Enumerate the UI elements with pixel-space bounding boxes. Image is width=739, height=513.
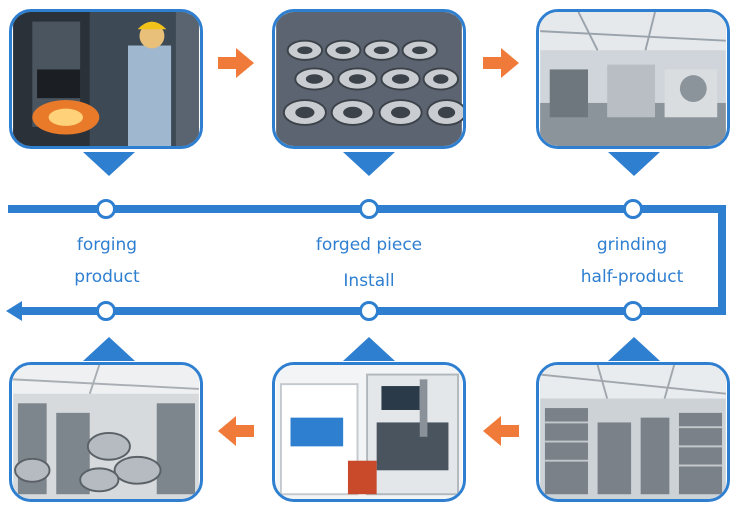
pointer-forged-piece — [343, 152, 395, 176]
pointer-grinding — [608, 152, 660, 176]
pointer-install — [343, 337, 395, 361]
photo-half-product — [536, 362, 730, 502]
pointer-half-product — [608, 337, 660, 361]
photo-product — [9, 362, 203, 502]
photo-forged-piece — [272, 9, 466, 149]
flow-node-icon — [96, 199, 116, 219]
flow-node-icon — [623, 199, 643, 219]
label-forged-piece: forged piece — [315, 235, 423, 255]
forge-press-worker-image — [13, 12, 199, 146]
flow-node-icon — [623, 301, 643, 321]
flange-warehouse-image — [540, 365, 726, 499]
flow-node-icon — [359, 301, 379, 321]
photo-forging — [9, 9, 203, 149]
arrow-right-icon — [218, 48, 254, 78]
flow-node-icon — [359, 199, 379, 219]
machine-workshop-image — [540, 12, 726, 146]
label-half-product: half-product — [580, 267, 684, 287]
arrow-right-icon — [483, 48, 519, 78]
label-grinding: grinding — [596, 235, 668, 255]
photo-install — [272, 362, 466, 502]
label-product: product — [74, 267, 140, 287]
label-install: Install — [343, 271, 395, 291]
stacked-forged-rings-image — [276, 12, 463, 146]
photo-grinding — [536, 9, 730, 149]
arrowhead-left-icon — [6, 301, 22, 321]
cnc-machine-image — [276, 365, 462, 499]
finished-flanges-image — [13, 365, 199, 499]
pointer-product — [83, 337, 135, 361]
flow-node-icon — [96, 301, 116, 321]
arrow-left-icon — [218, 416, 254, 446]
pointer-forging — [83, 152, 135, 176]
arrow-left-icon — [483, 416, 519, 446]
label-forging: forging — [76, 235, 138, 255]
